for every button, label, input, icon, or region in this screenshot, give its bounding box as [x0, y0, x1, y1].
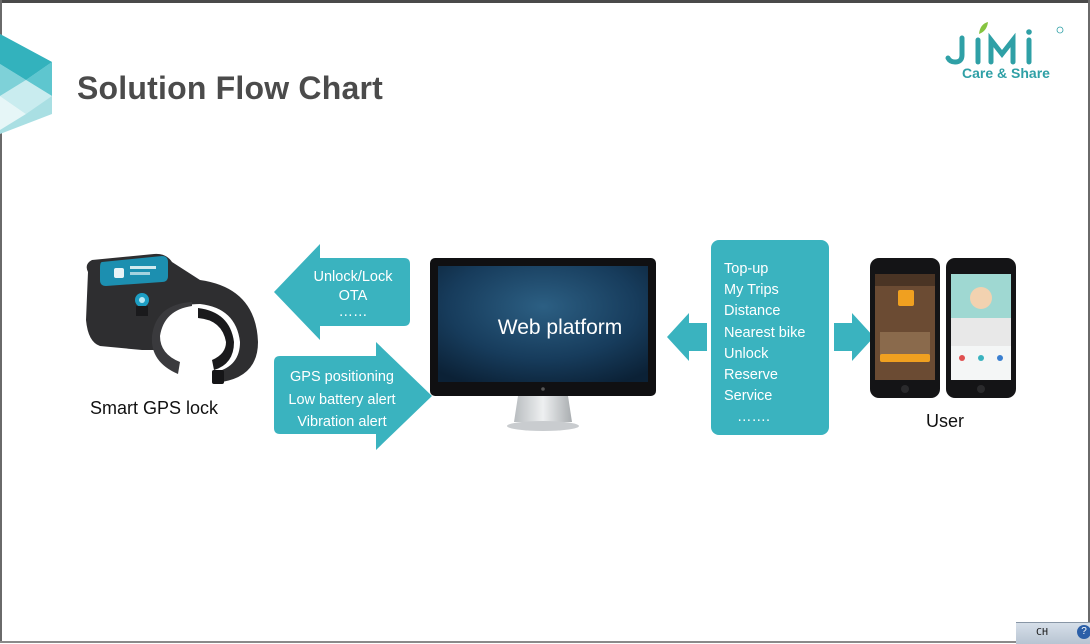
user-features-box: Top-up My Trips Distance Nearest bike Un…	[711, 240, 829, 435]
command-item: Unlock/Lock	[313, 269, 393, 285]
report-arrow	[274, 342, 432, 450]
gps-lock-device-icon	[86, 253, 258, 384]
feature-item: My Trips	[724, 282, 779, 299]
report-item: Vibration alert	[297, 414, 387, 430]
window-frame-top	[0, 0, 1090, 3]
corner-decoration	[0, 34, 52, 134]
report-list: GPS positioning Low battery alert Vibrat…	[280, 366, 404, 434]
feature-item: Top-up	[724, 261, 769, 277]
feature-item: Nearest bike	[724, 324, 806, 341]
report-item: Low battery alert	[288, 391, 396, 408]
feature-item: Unlock	[724, 345, 769, 362]
smartphones-icon	[870, 258, 1016, 398]
slide-title: Solution Flow Chart	[77, 70, 383, 106]
device-caption: Smart GPS lock	[90, 398, 219, 418]
feature-item: Reserve	[724, 367, 778, 384]
feature-list: Top-up My Trips Distance Nearest bike Un…	[724, 259, 805, 429]
window-frame-right	[1088, 0, 1090, 643]
language-indicator[interactable]: CH	[1036, 627, 1049, 638]
command-item: ……	[338, 304, 368, 320]
feature-item: …….	[737, 409, 771, 426]
right-arrow-icon	[834, 313, 874, 361]
platform-label: Web platform	[497, 316, 623, 339]
desktop-monitor-icon	[430, 258, 656, 431]
command-item: OTA	[338, 288, 368, 304]
taskbar	[1016, 622, 1090, 644]
feature-item: Distance	[724, 303, 781, 320]
user-caption: User	[926, 411, 965, 431]
help-icon[interactable]: ?	[1077, 625, 1090, 639]
left-arrow-icon	[667, 313, 707, 361]
window-frame-bottom	[0, 641, 1090, 643]
jimi-logo	[945, 22, 1064, 65]
report-item: GPS positioning	[290, 369, 394, 385]
window-frame-left	[0, 0, 2, 643]
command-list: Unlock/Lock OTA ……	[303, 268, 403, 320]
feature-item: Service	[724, 388, 773, 405]
command-arrow	[274, 244, 410, 340]
logo-tagline: Care & Share	[962, 65, 1050, 81]
